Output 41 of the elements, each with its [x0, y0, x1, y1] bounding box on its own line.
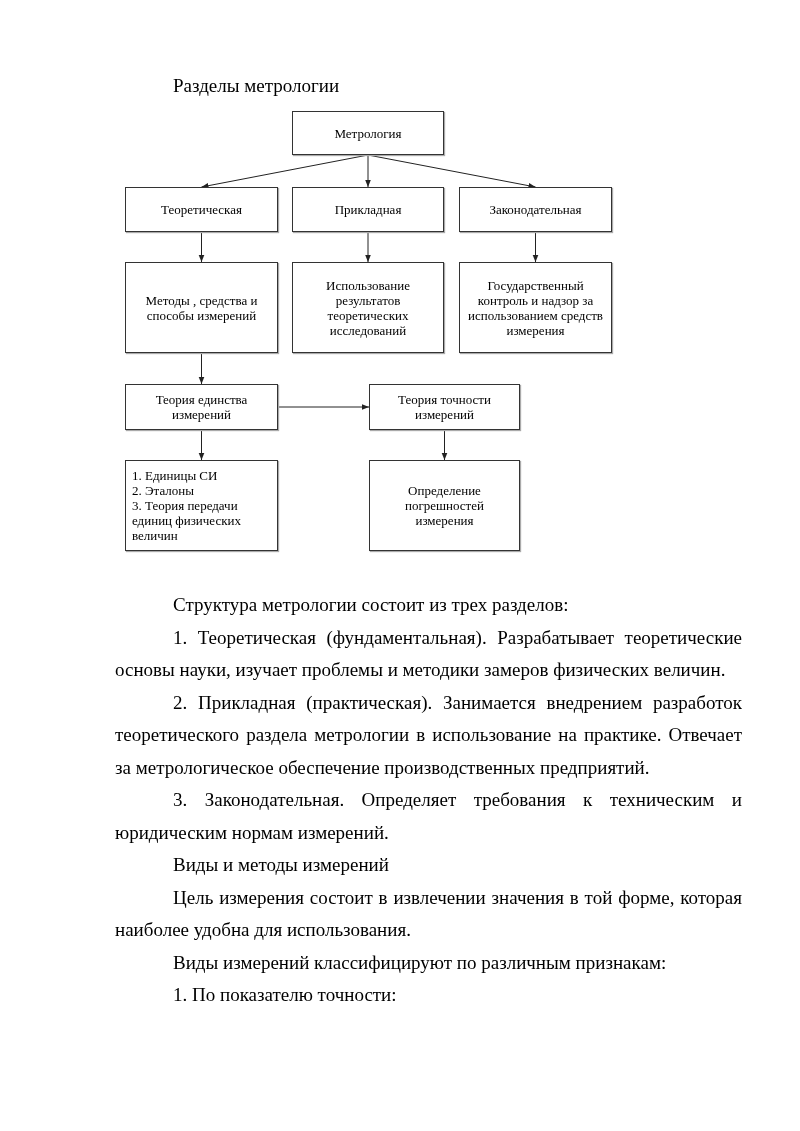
paragraph: Цель измерения состоит в извлечении значения в той форме, которая наиболее удобна для использования.	[115, 885, 742, 942]
process-box	[459, 187, 612, 232]
arrow	[277, 404, 370, 410]
box-text: Теория точности измерений	[397, 392, 492, 422]
arrow	[365, 154, 371, 188]
arrow	[532, 231, 539, 263]
box-text: Теория единства измерений	[154, 392, 249, 422]
paragraph: 1. Теоретическая (фундаментальная). Разрабатывает теоретические основы науки, изучает проблемы и методики замеров физических величин.	[115, 625, 742, 682]
arrow	[365, 231, 371, 263]
arrow	[198, 352, 205, 385]
arrow	[441, 429, 448, 461]
paragraph: 1. По показателю точности:	[172, 983, 398, 1007]
box-text: 3. Теория передачи единиц физических величин	[132, 498, 242, 543]
process-box	[292, 111, 444, 155]
process-box	[125, 460, 278, 551]
process-box	[459, 262, 612, 353]
process-box	[125, 384, 278, 430]
process-box	[292, 187, 444, 232]
box-text: Использование результатов теоретических исследований	[325, 277, 411, 338]
box-text: 2. Эталоны	[132, 483, 194, 498]
box-text: Теоретическая	[161, 202, 242, 217]
process-box	[125, 262, 278, 353]
box-text: Законодательная	[489, 202, 582, 217]
process-box	[292, 262, 444, 353]
box-text: Определение погрешностей измерения	[404, 483, 485, 528]
paragraph: 3. Законодательная. Определяет требования к техническим и юридическим нормам измерений.	[115, 788, 742, 845]
paragraph: Виды измерений классифицируют по различным признакам:	[172, 950, 668, 975]
process-box	[369, 460, 520, 551]
arrow	[198, 231, 205, 263]
arrow	[198, 429, 205, 461]
diagram-title: Разделы метрологии	[173, 75, 340, 97]
paragraph: Структура метрологии состоит из трех разделов:	[172, 593, 570, 617]
box-text: 1. Единицы СИ	[132, 468, 218, 483]
paragraph: 2. Прикладная (практическая). Занимается внедрением разработок теоретического раздела метрологии в использование на практике. Отвечает за метрологическое обеспечение производственных предприятий.	[115, 690, 742, 780]
process-box	[369, 384, 520, 430]
box-text: Государственный контроль и надзор за использованием средств измерения	[467, 277, 604, 338]
box-text: Прикладная	[334, 202, 402, 217]
paragraph: Виды и методы измерений	[172, 853, 390, 877]
box-text: Метрология	[334, 125, 402, 141]
process-box	[125, 187, 278, 232]
box-text: Методы , средства и способы измерений	[144, 292, 259, 323]
